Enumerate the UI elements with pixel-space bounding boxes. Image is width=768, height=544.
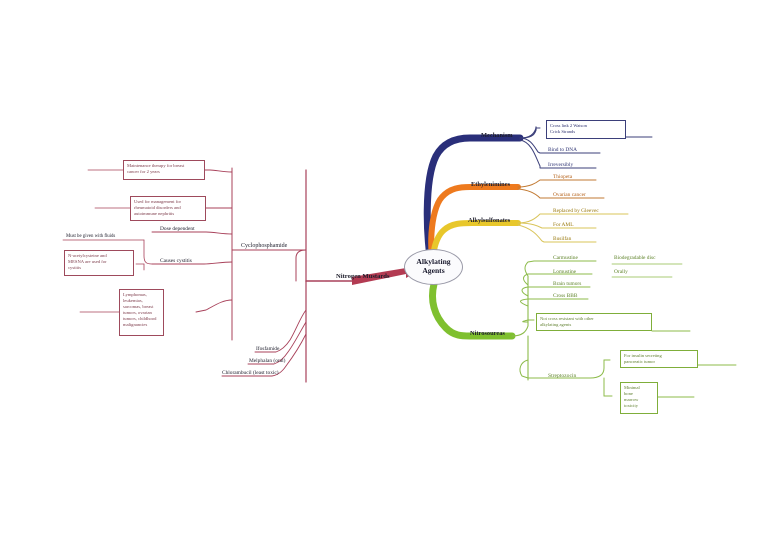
maintenance-line2: cancer for 2 years [127,169,160,175]
node-brain-tumors[interactable]: Brain tumors [553,281,582,287]
node-lomustine[interactable]: Lomustine [553,269,577,275]
maintenance-line1: Maintenance therapy for breast [127,163,185,168]
node-thiopeta[interactable]: Thiopeta [553,174,573,180]
branch-label-nitrosoureas[interactable]: Nitrosoureas [470,330,505,337]
callout-indications[interactable]: Lymphomas, leukemias, sarcomas, breast t… [119,289,164,336]
line-lomustine [523,273,593,286]
center-line1: Alkylating [416,257,451,267]
callout-rheumatoid-management[interactable]: Used for management for rheumatoid disor… [130,196,206,221]
branch-nitrosoureas [429,280,516,340]
node-carmustine[interactable]: Carmustine [553,255,578,261]
notcross-line1: Not cross resistant with other [540,316,594,321]
branch-label-ethylenimines[interactable]: Ethylenimines [471,181,511,188]
line-streptozocin [519,359,591,379]
node-must-be-given-with-fluids[interactable]: Must be given with fluids [66,234,116,239]
insulin-line2: pancreatic tumor [624,359,655,365]
mesna-line1: N-acetylcysteine and [68,253,107,258]
branch-mechanism [423,134,524,272]
line-for-aml [517,222,597,229]
callout-minimal-marrow-toxicity[interactable]: Minimal bone marrow toxicity [620,382,658,414]
marrow-line3: marrow [624,397,639,403]
center-line2: Agents [422,266,445,275]
line-causes-cystitis [151,261,233,265]
node-causes-cystitis[interactable]: Causes cystitis [160,258,192,264]
center-node-alkylating-agents[interactable]: Alkylating Agents [404,249,463,285]
node-replaced-by-gleevec[interactable]: Replaced by Gleevec [553,208,599,214]
branch-label-mechanism[interactable]: Mechanism [481,132,513,139]
mesna-line2: MESNA are used for [68,259,107,265]
mesna-line3: cystitis [68,265,82,271]
line-ovarian [517,188,605,199]
notcross-line2: alkylating agents [540,322,572,328]
line-indications [195,299,233,313]
branch-label-nitrogen-mustards[interactable]: Nitrogen Mustards [336,273,390,280]
node-chlorambucil[interactable]: Chlorambucil (least toxic) [222,370,279,376]
indications-line2: leukemias, [123,298,143,304]
callout-crosslink-watson-crick[interactable]: Cross link 2 Watson Crick Strands [546,120,626,139]
node-ovarian-cancer[interactable]: Ovarian cancer [553,192,586,198]
nitro-distributor [511,275,529,381]
line-ifosfamide [254,309,307,353]
crosslink-line2: Crick Strands [550,129,576,135]
insulin-line1: For insulin secreting [624,353,662,358]
node-cross-bbb[interactable]: Cross BBB [553,293,578,299]
cystitis-distributor [143,239,153,271]
node-irreversibly[interactable]: Irreversibly [548,162,574,168]
callout-mesna-nac[interactable]: N-acetylcysteine and MESNA are used for … [64,250,134,276]
line-busilfan [517,224,597,243]
marrow-line2: bone [624,391,633,397]
indications-line6: malignancies [123,322,148,328]
marrow-line1: Minimal [624,385,640,390]
node-biodegradable-disc[interactable]: Biodegradable disc [614,255,656,261]
callout-not-cross-resistant[interactable]: Not cross resistant with other alkylatin… [536,313,652,331]
indications-line3: sarcomas, breast [123,304,154,310]
line-crossbbb [520,298,589,307]
line-notcross [522,319,535,323]
strepto-distributor [589,359,605,397]
callout-insulin-secreting-tumor[interactable]: For insulin secreting pancreatic tumor [620,350,698,368]
line-cyclo-curve [295,249,307,282]
line-irreversibly [519,139,597,169]
rheumatoid-line3: autoimmune nephritis [134,211,175,217]
node-bind-to-dna[interactable]: Bind to DNA [548,147,578,153]
cyclo-distributor [231,167,241,341]
line-maintenance [204,169,233,173]
node-for-aml[interactable]: For AML [553,222,574,228]
line-bind-dna [519,137,601,154]
line-thiopeta [517,179,597,188]
node-ifosfamide[interactable]: Ifosfamide [256,346,280,352]
node-melphalan[interactable]: Melphalan (oral) [249,358,286,364]
node-dose-dependent[interactable]: Dose dependent [160,226,195,232]
node-orally[interactable]: Orally [614,269,628,275]
node-busilfan[interactable]: Busilfan [553,236,572,242]
indications-line5: tumors, childhood [123,316,157,322]
indications-line1: Lymphomas, [123,292,147,297]
callout-maintenance-therapy[interactable]: Maintenance therapy for breast cancer fo… [123,160,205,180]
line-chlorambucil [221,333,307,377]
branch-nitrogen-mustards [352,268,406,285]
line-carmustine [524,260,597,277]
crosslink-line1: Cross link 2 Watson [550,123,587,128]
rheumatoid-line2: rheumatoid disorders and [134,205,181,211]
line-melphalan [247,321,307,365]
line-braintumors [521,286,591,297]
branch-label-alkylsulfonates[interactable]: Alkylsulfonates [468,217,511,224]
indications-line4: tumors, ovarian [123,310,152,316]
line-dose-dependent [151,231,233,235]
node-streptozocin[interactable]: Streptozocin [548,373,577,379]
node-cyclophosphamide[interactable]: Cyclophosphamide [241,243,288,249]
marrow-line4: toxicity [624,403,639,409]
rheumatoid-line1: Used for management for [134,199,182,204]
